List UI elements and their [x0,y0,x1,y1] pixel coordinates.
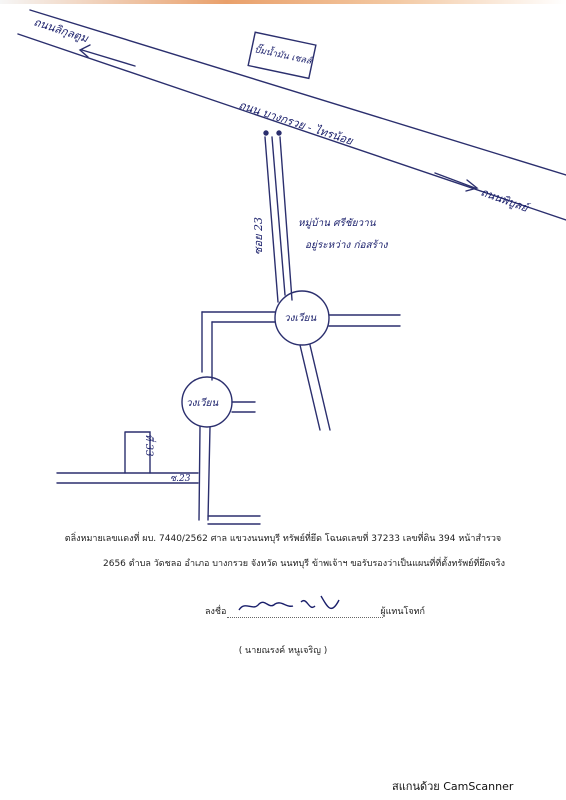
soi-inner-edge [271,136,286,296]
signer-name: ( นายณรงค์ หนูเจริญ ) [238,646,328,656]
village-label: อยู่ระหว่าง ก่อสร้าง [305,239,389,251]
document-line-2: 2656 ตำบล วัดชลอ อำเภอ บางกรวย จังหวัด น… [103,559,506,569]
signature-line [227,617,383,618]
main-road-upper-edge [29,9,566,176]
roundabout-1 [274,290,330,346]
sign-suffix: ผู้แทนโจทก์ [380,607,425,617]
roundabout-1-label: วงเวียน [284,312,317,324]
soi-left-edge [264,136,279,303]
soi-label: ซอย 23 [252,217,265,255]
roundabout-2-label: วงเวียน [186,397,219,409]
shop-label: ปั๊มน้ำมัน เชลล์ [253,42,314,67]
handwritten-signature [238,595,340,611]
signature-row: ลงชื่อ ผู้แทนโจทก์ [205,595,425,620]
camscanner-watermark: สแกนด้วย CamScanner [392,780,514,793]
location-map: ถนนลิกุลตูม ถนนพิบูลย์ ถนน บางกรวย - ไทร… [17,9,566,525]
road-right-label: ถนนพิบูลย์ [479,186,532,216]
main-road-label: ถนน บางกรวย - ไทรน้อย [237,98,356,148]
document-line-1: ตลิ่งหมายเลขแดงที่ ผบ. 7440/2562 ศาล แขว… [64,534,502,544]
plot-label: ที่ 33 [143,434,157,457]
sign-prefix: ลงชื่อ [205,607,227,617]
market-label: หมู่บ้าน ศรีชัยวาน [298,217,377,229]
scan-edge [0,0,566,4]
lane-label: ซ.23 [170,474,191,484]
soi-right-edge [279,136,293,301]
